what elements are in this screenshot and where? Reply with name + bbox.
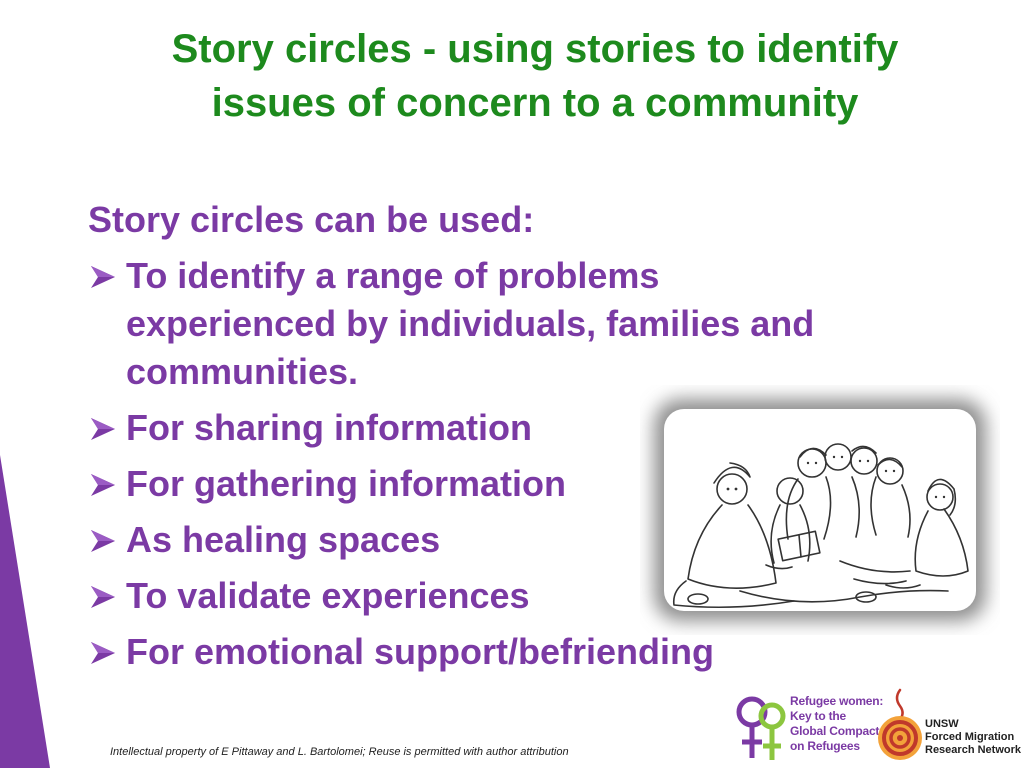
arrow-bullet-icon bbox=[91, 642, 115, 664]
title-line-1: Story circles - using stories to identif… bbox=[171, 27, 899, 71]
footer-attribution: Intellectual property of E Pittaway and … bbox=[110, 746, 569, 758]
logo-text-line: Key to the bbox=[790, 709, 847, 723]
page-title: Story circles - using stories to identif… bbox=[100, 22, 970, 130]
bullet-text: For emotional support/befriending bbox=[126, 631, 714, 672]
women-circle-illustration bbox=[654, 399, 986, 621]
bullet-text: To identify a range of problems experien… bbox=[126, 255, 815, 392]
refugee-women-logo-text: Refugee women: Key to the Global Compact… bbox=[790, 694, 883, 754]
logo-text-line: Global Compact bbox=[790, 724, 880, 738]
bullet-text: As healing spaces bbox=[126, 519, 441, 560]
unsw-spiral-logo bbox=[878, 688, 922, 760]
bullet-text: To validate experiences bbox=[126, 575, 530, 616]
list-item: For gathering information bbox=[88, 460, 828, 508]
logo-text-line: UNSW bbox=[925, 718, 959, 730]
list-item: For emotional support/befriending bbox=[88, 628, 828, 676]
bullet-list: To identify a range of problems experien… bbox=[88, 252, 828, 676]
arrow-bullet-icon bbox=[91, 530, 115, 552]
body-content: Story circles can be used: To identify a… bbox=[88, 196, 828, 684]
bullet-text: For sharing information bbox=[126, 407, 533, 448]
arrow-bullet-icon bbox=[91, 586, 115, 608]
purple-wedge-decoration bbox=[0, 455, 50, 768]
list-item: For sharing information bbox=[88, 404, 828, 452]
bullet-text: For gathering information bbox=[126, 463, 566, 504]
list-item: As healing spaces bbox=[88, 516, 828, 564]
intro-text: Story circles can be used: bbox=[88, 199, 535, 240]
arrow-bullet-icon bbox=[91, 266, 115, 288]
list-item: To identify a range of problems experien… bbox=[88, 252, 828, 396]
refugee-women-logo bbox=[736, 696, 786, 760]
title-line-2: issues of concern to a community bbox=[211, 81, 859, 125]
logo-text-line: Refugee women: bbox=[790, 694, 884, 708]
list-item: To validate experiences bbox=[88, 572, 828, 620]
logo-text-line: Research Network bbox=[925, 744, 1021, 756]
unsw-logo-text: UNSW Forced Migration Research Network bbox=[925, 718, 1021, 757]
logo-text-line: Forced Migration bbox=[925, 731, 1015, 743]
arrow-bullet-icon bbox=[91, 418, 115, 440]
arrow-bullet-icon bbox=[91, 474, 115, 496]
logo-text-line: on Refugees bbox=[790, 739, 860, 753]
